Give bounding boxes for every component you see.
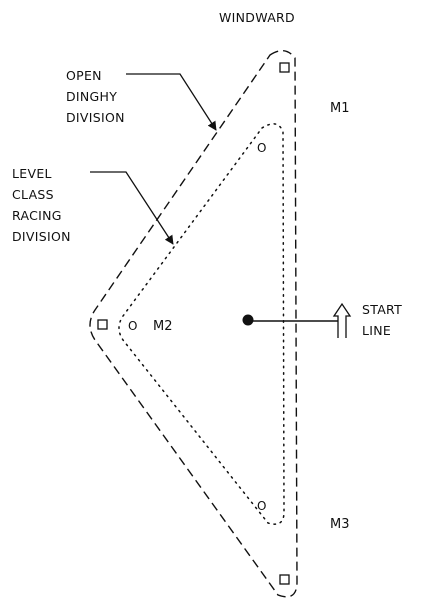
mark-m1-label: M1 — [330, 101, 350, 116]
level-class-line-2: CLASS — [12, 187, 54, 202]
mark-m2-label: M2 — [153, 319, 173, 334]
mark-m3-label: M3 — [330, 517, 350, 532]
mark-m2-buoy — [97, 319, 108, 330]
level-class-label: LEVEL CLASS RACING DIVISION — [12, 166, 71, 244]
open-dinghy-label: OPEN DINGHY DIVISION — [66, 68, 125, 125]
inner-mark-left: O — [128, 319, 137, 333]
start-committee-boat — [242, 314, 254, 326]
mark-m1-buoy — [279, 62, 290, 73]
level-class-line-4: DIVISION — [12, 229, 71, 244]
mark-m3-buoy — [279, 574, 290, 585]
open-dinghy-leader-arrow — [126, 73, 217, 131]
open-dinghy-line-3: DIVISION — [66, 110, 125, 125]
windward-label: WINDWARD — [219, 10, 295, 25]
level-class-leader-arrow — [90, 171, 174, 245]
start-line-label: START LINE — [362, 302, 406, 338]
start-line-label-1: START — [362, 302, 402, 317]
open-dinghy-line-1: OPEN — [66, 68, 102, 83]
level-class-line-1: LEVEL — [12, 166, 52, 181]
start-line-up-arrow — [332, 302, 352, 338]
level-class-course — [118, 123, 285, 525]
inner-mark-bottom: O — [257, 499, 266, 513]
open-dinghy-line-2: DINGHY — [66, 89, 117, 104]
open-dinghy-course — [89, 50, 298, 598]
start-line-label-2: LINE — [362, 323, 391, 338]
level-class-line-3: RACING — [12, 208, 62, 223]
inner-mark-top: O — [257, 141, 266, 155]
